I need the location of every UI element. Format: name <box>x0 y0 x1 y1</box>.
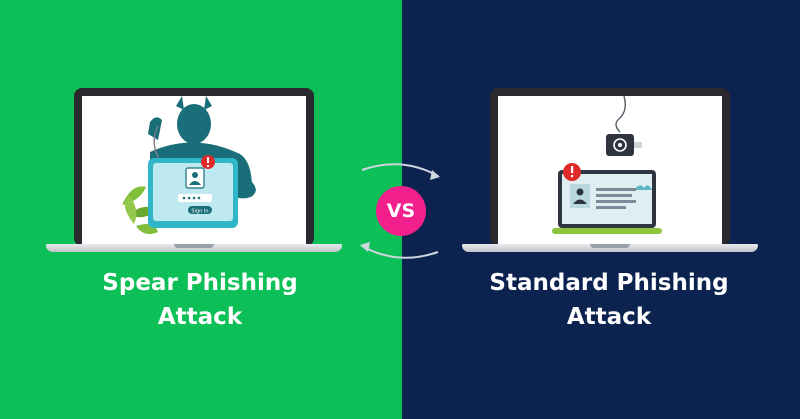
at-email-icon <box>606 134 642 156</box>
tablet-device <box>148 158 238 228</box>
right-laptop-base <box>462 244 758 252</box>
user-profile-icon <box>185 167 205 189</box>
spear-phishing-illustration: Sign In <box>122 96 256 234</box>
standard-phishing-panel: Standard Phishing Attack <box>402 0 800 419</box>
spear-phishing-caption-line1: Spear Phishing <box>102 270 298 296</box>
sign-in-button-shape <box>188 206 212 214</box>
standard-phishing-caption-line2: Attack <box>566 304 652 330</box>
alert-icon <box>563 163 581 181</box>
phishing-hook-icon <box>615 95 627 133</box>
spear-phishing-caption: Spear Phishing Attack <box>60 266 340 334</box>
spear-phishing-panel: Sign In Spear Phishing Attack <box>0 0 402 419</box>
standard-phishing-caption-line1: Standard Phishing <box>489 270 729 296</box>
alert-icon <box>201 155 215 169</box>
right-laptop-notch <box>590 244 630 248</box>
left-laptop-notch <box>174 244 214 248</box>
text-lines <box>596 188 636 209</box>
password-dots <box>182 196 201 200</box>
user-profile-icon <box>570 184 590 208</box>
spear-phishing-caption-line2: Attack <box>157 304 243 330</box>
standard-phishing-illustration <box>552 95 662 234</box>
sign-in-label: Sign In <box>191 208 208 214</box>
standard-phishing-caption: Standard Phishing Attack <box>454 266 764 334</box>
vs-badge: VS <box>376 186 426 236</box>
left-laptop-base <box>46 244 342 252</box>
